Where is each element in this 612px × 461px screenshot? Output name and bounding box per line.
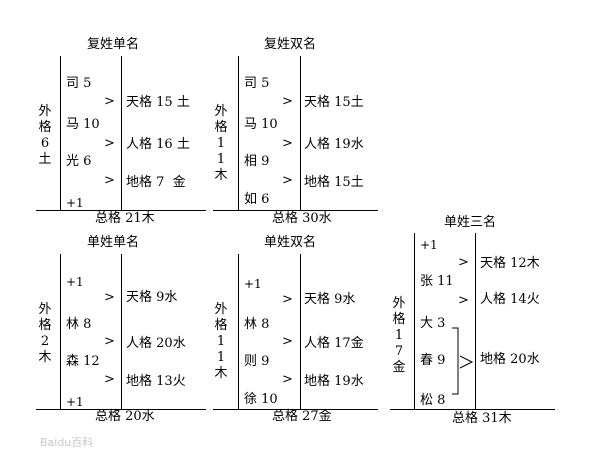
- char-2: 马 10: [244, 117, 278, 132]
- total-grid: 总格 30水: [272, 211, 332, 226]
- char-2: 张 11: [420, 274, 454, 289]
- base-line: [36, 210, 206, 211]
- char-2: 林 8: [66, 317, 92, 332]
- right-divider: [121, 56, 122, 210]
- ren-ge: 人格 20水: [126, 336, 186, 351]
- ren-ge: 人格 14火: [480, 292, 540, 307]
- arrow-1: >: [458, 255, 469, 270]
- tian-ge: 天格 9水: [126, 290, 178, 305]
- arrow-1: >: [104, 94, 115, 109]
- char-3: 森 12: [66, 354, 100, 369]
- outer-grid: 外格11木: [214, 302, 228, 381]
- arrow-1: >: [104, 290, 115, 305]
- char-3: 则 9: [244, 354, 270, 369]
- panel-title: 单姓三名: [444, 215, 497, 230]
- di-ge: 地格 15土: [304, 175, 364, 190]
- char-4: 徐 10: [244, 392, 278, 407]
- di-ge: 地格 7 金: [126, 175, 186, 190]
- char-4: +1: [66, 395, 84, 409]
- outer-grid: 外格6土: [38, 104, 52, 167]
- outer-grid: 外格11木: [214, 104, 228, 183]
- total-grid: 总格 27金: [272, 409, 332, 424]
- outer-grid: 外格17金: [392, 296, 406, 375]
- char-3: 大 3: [420, 316, 446, 331]
- left-divider: [60, 56, 61, 210]
- char-3: 相 9: [244, 154, 270, 169]
- arrow-2: >: [458, 293, 469, 308]
- arrow-3: >: [104, 372, 115, 387]
- tian-ge: 天格 15土: [304, 95, 364, 110]
- left-divider: [238, 56, 239, 210]
- right-divider: [300, 56, 301, 210]
- arrow-2: >: [104, 136, 115, 151]
- total-grid: 总格 21木: [95, 211, 155, 226]
- ren-ge: 人格 17金: [304, 336, 364, 351]
- char-2: 马 10: [66, 117, 100, 132]
- arrow-2: >: [282, 334, 293, 349]
- right-divider: [121, 254, 122, 409]
- outer-grid: 外格2木: [38, 302, 52, 365]
- char-1: +1: [244, 277, 262, 291]
- arrow-1: >: [282, 94, 293, 109]
- char-5: 松 8: [420, 393, 446, 408]
- char-2: 林 8: [244, 317, 270, 332]
- left-divider: [414, 233, 415, 409]
- base-line: [390, 409, 555, 410]
- di-ge: 地格 20水: [480, 352, 540, 367]
- right-divider: [475, 233, 476, 409]
- di-ge: 地格 19水: [304, 374, 364, 389]
- left-divider: [60, 254, 61, 409]
- arrow-2: >: [282, 136, 293, 151]
- arrow-3: >: [104, 173, 115, 188]
- panel-title: 单姓双名: [264, 235, 317, 250]
- di-ge: 地格 13火: [126, 374, 186, 389]
- watermark: Baidu百科: [40, 436, 94, 449]
- panel-title: 单姓单名: [87, 235, 140, 250]
- char-4: +1: [66, 196, 84, 210]
- arrow-3: >: [282, 173, 293, 188]
- panel-title: 复姓单名: [87, 37, 140, 52]
- panel-title: 复姓双名: [264, 37, 317, 52]
- arrow-1: >: [282, 292, 293, 307]
- char-4: 如 6: [244, 192, 270, 207]
- tian-ge: 天格 9水: [304, 292, 356, 307]
- char-3: 光 6: [66, 154, 92, 169]
- ren-ge: 人格 16 土: [126, 137, 190, 152]
- char-1: 司 5: [66, 76, 92, 91]
- char-1: 司 5: [244, 76, 270, 91]
- tian-ge: 天格 15 土: [126, 95, 190, 110]
- char-4: 春 9: [420, 353, 446, 368]
- char-1: +1: [66, 275, 84, 289]
- tian-ge: 天格 12木: [480, 256, 540, 271]
- left-divider: [238, 254, 239, 409]
- char-1: +1: [420, 238, 438, 252]
- di-ge-bracket-icon: [452, 327, 474, 395]
- total-grid: 总格 31木: [452, 411, 512, 426]
- arrow-2: >: [104, 334, 115, 349]
- right-divider: [300, 254, 301, 409]
- arrow-3: >: [282, 372, 293, 387]
- ren-ge: 人格 19水: [304, 137, 364, 152]
- total-grid: 总格 20水: [95, 409, 155, 424]
- base-line: [213, 409, 378, 410]
- base-line: [36, 409, 206, 410]
- base-line: [213, 210, 378, 211]
